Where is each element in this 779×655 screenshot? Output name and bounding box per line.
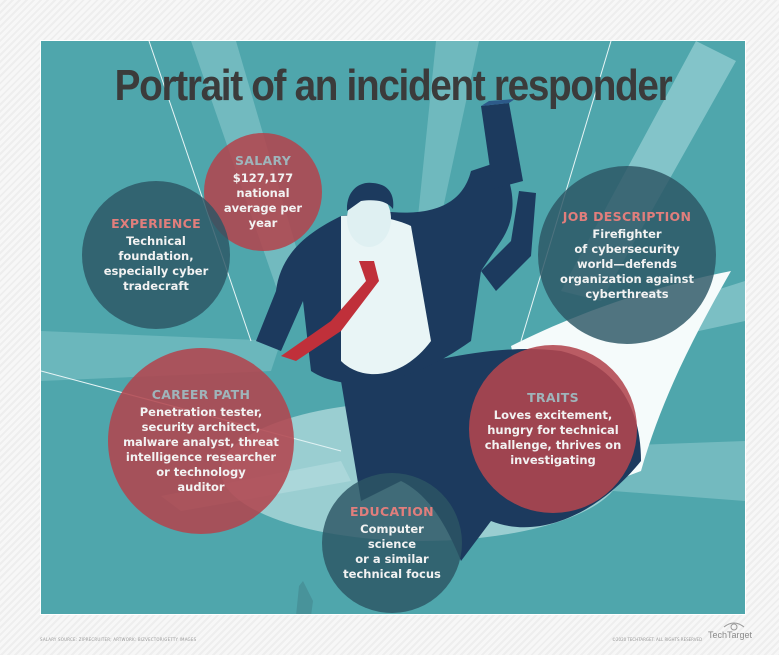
career-path-heading: CAREER PATH xyxy=(151,387,251,402)
source-credit: SALARY SOURCE: ZIPRECRUITER; ARTWORK: BI… xyxy=(40,637,197,642)
career-path-bubble: CAREER PATH Penetration tester, security… xyxy=(108,348,294,534)
job-description-heading: JOB DESCRIPTION xyxy=(562,208,692,224)
page-title: Portrait of an incident responder xyxy=(114,61,673,110)
techtarget-logo: TechTarget xyxy=(708,630,753,640)
career-path-text: Penetration tester, security architect, … xyxy=(123,405,279,494)
experience-heading: EXPERIENCE xyxy=(111,216,201,231)
education-heading: EDUCATION xyxy=(350,504,434,519)
job-description-bubble: JOB DESCRIPTION Firefighter of cybersecu… xyxy=(538,166,716,344)
traits-bubble: TRAITS Loves excitement, hungry for tech… xyxy=(469,345,637,513)
salary-heading: SALARY xyxy=(234,153,292,168)
experience-bubble: EXPERIENCE Technical foundation, especia… xyxy=(82,181,230,329)
traits-heading: TRAITS xyxy=(527,390,579,405)
salary-text: $127,177 national average per year xyxy=(223,171,303,230)
education-bubble: EDUCATION Computer science or a similar … xyxy=(322,473,462,613)
techtarget-eye-icon xyxy=(723,622,745,631)
copyright-notice: ©2020 TECHTARGET. ALL RIGHTS RESERVED xyxy=(612,637,703,642)
experience-text: Technical foundation, especially cyber t… xyxy=(103,234,209,293)
infographic-panel: Portrait of an incident responder SALARY… xyxy=(40,40,746,615)
job-description-text: Firefighter of cybersecurity world—defen… xyxy=(560,226,694,301)
education-text: Computer science or a similar technical … xyxy=(343,522,441,581)
traits-text: Loves excitement, hungry for technical c… xyxy=(484,408,622,467)
